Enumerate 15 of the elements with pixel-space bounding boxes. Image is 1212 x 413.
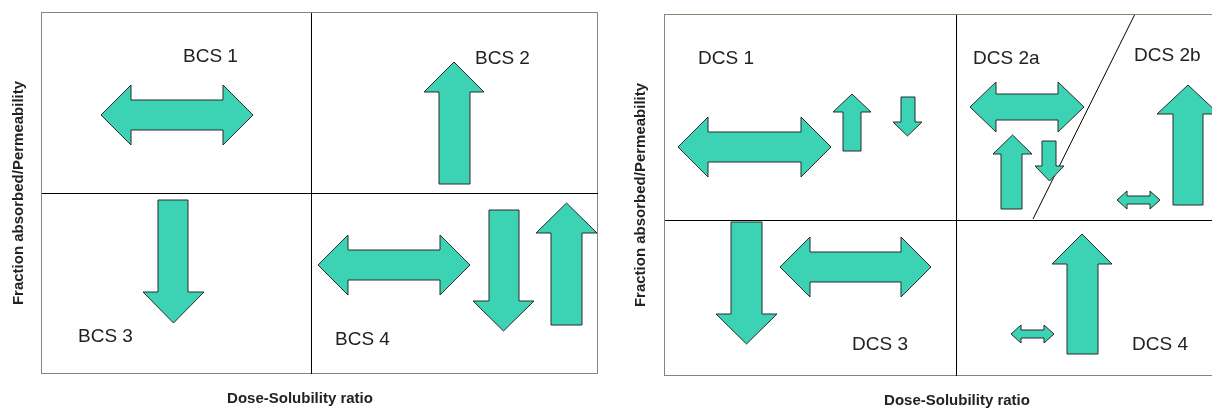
axis-label: Dose-Solubility ratio — [884, 389, 1030, 410]
quadrant — [42, 13, 312, 194]
quadrant-label: DCS 1 — [698, 46, 754, 70]
quadrant-label: DCS 4 — [1132, 332, 1188, 356]
quadrant-label: BCS 3 — [78, 324, 133, 348]
quadrant-label: DCS 2b — [1134, 43, 1201, 67]
quadrant — [665, 15, 957, 221]
quadrant-label: BCS 1 — [183, 44, 238, 68]
quadrant-label: BCS 2 — [475, 46, 530, 70]
axis-label: Fraction absorbed/Permeability — [7, 80, 27, 306]
quadrant-label: BCS 4 — [335, 327, 390, 351]
axis-label: Fraction absorbed/Permeability — [629, 82, 649, 308]
axis-label: Dose-Solubility ratio — [227, 387, 373, 408]
quadrant-label: DCS 3 — [852, 332, 908, 356]
quadrant-label: DCS 2a — [973, 46, 1040, 70]
